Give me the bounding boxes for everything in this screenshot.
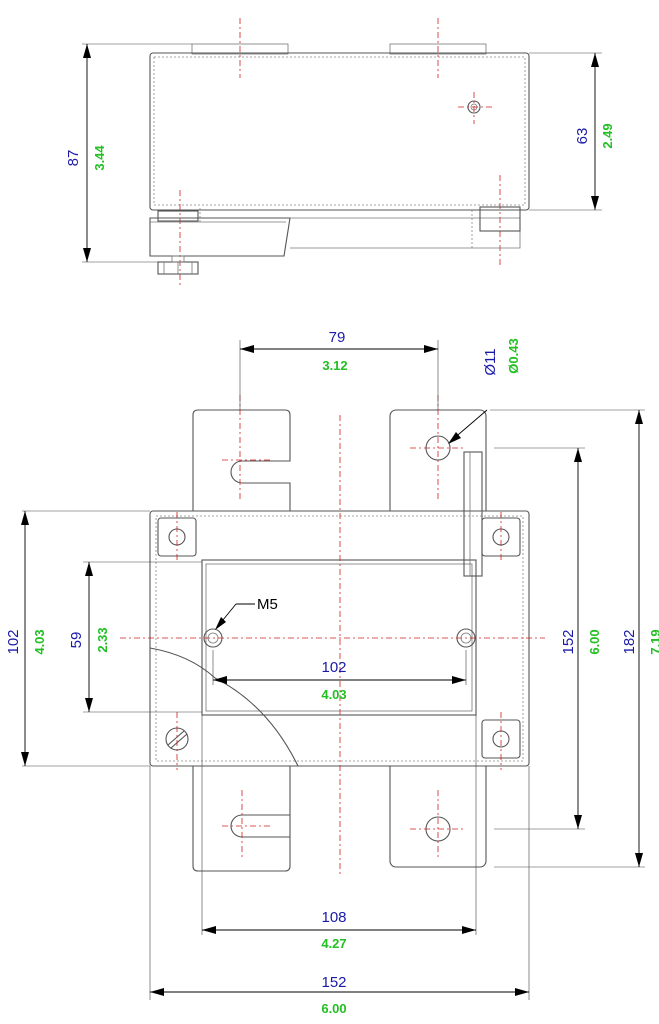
- front-centerlines: [179, 18, 501, 288]
- dim-label-mm: 102: [5, 629, 22, 654]
- front-view: [82, 18, 602, 288]
- thread-note: M5: [257, 596, 278, 613]
- dim-label-mm: 108: [321, 909, 346, 926]
- front-bracket: [149, 217, 291, 257]
- dim-label-in: Ø0.43: [506, 338, 521, 373]
- dim-hole-diameter: Ø11 Ø0.43: [448, 338, 521, 444]
- dim-label-in: 3.12: [322, 358, 347, 373]
- plan-centerlines: [120, 395, 545, 875]
- dim-label-mm: 152: [560, 629, 577, 654]
- dim-label-in: 4.27: [321, 936, 346, 951]
- dim-label-mm: 87: [65, 150, 82, 167]
- dim-inner-height: 59 2.33: [68, 562, 110, 712]
- front-right-block: [479, 206, 521, 232]
- dim-label-mm: 79: [329, 329, 346, 346]
- dim-label-mm: 102: [321, 659, 346, 676]
- dim-label-in: 4.03: [321, 687, 346, 702]
- dim-hole-spacing: 102 4.03: [213, 659, 466, 702]
- dim-foot-spacing: 79 3.12: [240, 329, 438, 373]
- dim-label-in: 2.33: [95, 627, 110, 652]
- inner-window: [201, 559, 477, 716]
- dim-plan-width: 152 6.00: [150, 974, 529, 1016]
- plan-view: [22, 340, 645, 1000]
- plan-body: [149, 510, 530, 767]
- left-foot: [192, 409, 291, 872]
- dim-front-body: 63 2.49: [574, 53, 615, 210]
- dim-label-in: 4.03: [32, 629, 47, 654]
- dim-front-height: 87 3.44: [65, 44, 107, 262]
- front-body: [149, 52, 530, 211]
- front-foot-right: [389, 43, 487, 55]
- dim-label-mm: 152: [321, 974, 346, 991]
- dim-label-in: 7.19: [648, 629, 659, 654]
- front-body-inner: [153, 56, 526, 206]
- thread-callout: M5: [215, 596, 278, 630]
- front-foot-left: [191, 43, 289, 55]
- dim-foot-hole-span: 152 6.00: [560, 448, 602, 829]
- dim-label-mm: Ø11: [482, 348, 499, 375]
- dim-label-mm: 63: [574, 128, 591, 145]
- dim-inner-width: 108 4.27: [202, 909, 476, 951]
- side-plate: [463, 451, 483, 577]
- dim-label-in: 6.00: [321, 1001, 346, 1016]
- dim-label-in: 3.44: [92, 145, 107, 171]
- dim-overall-height: 182 7.19: [621, 410, 659, 867]
- dim-label-mm: 182: [621, 629, 638, 654]
- dim-plan-height: 102 4.03: [5, 511, 47, 766]
- dim-label-in: 2.49: [600, 123, 615, 148]
- dim-label-mm: 59: [68, 632, 85, 649]
- dim-label-in: 6.00: [587, 629, 602, 654]
